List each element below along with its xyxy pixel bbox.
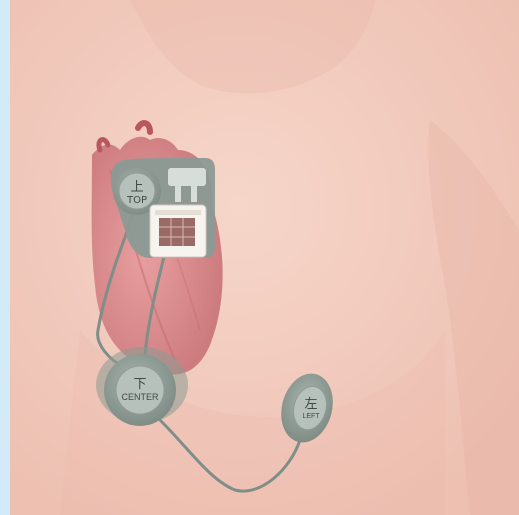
electrode-left-label: LEFT: [302, 413, 320, 420]
recorder-chip-grid: [159, 218, 195, 246]
electrode-top-symbol: 上: [130, 180, 143, 195]
electrode-left-symbol: 左: [304, 397, 317, 412]
electrode-top-label: TOP: [126, 195, 147, 206]
electrode-center-label: CENTER: [121, 392, 159, 402]
electrode-center-symbol: 下: [133, 377, 146, 392]
recorder-device: [150, 205, 206, 257]
